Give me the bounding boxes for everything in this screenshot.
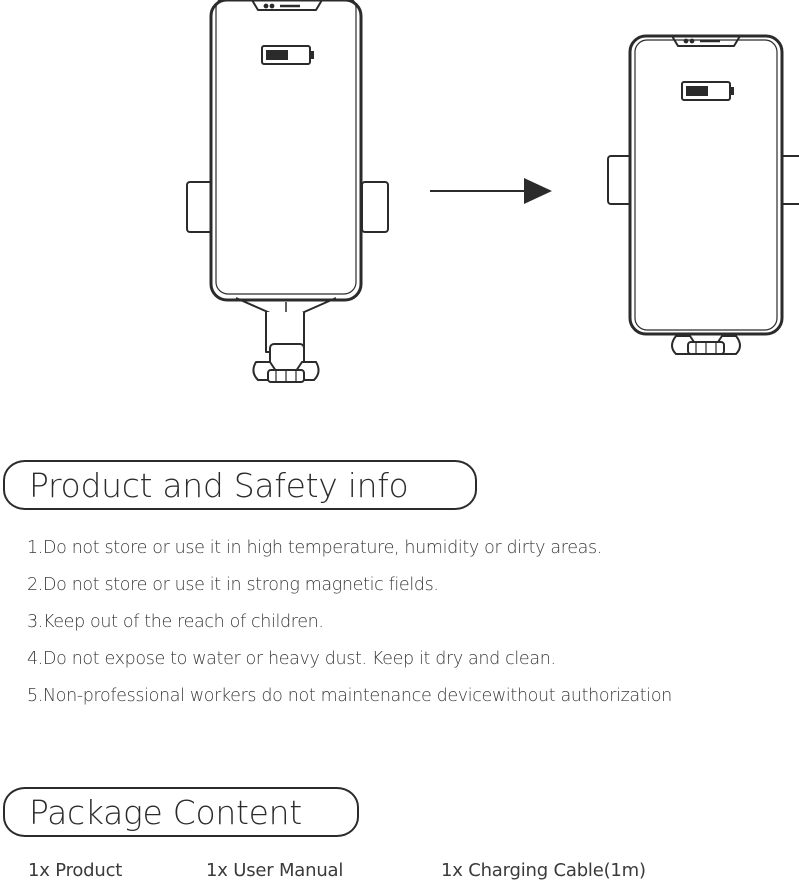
- package-item-charging-cable: 1x Charging Cable(1m): [441, 860, 646, 881]
- safety-item: 4.Do not expose to water or heavy dust. …: [27, 649, 556, 669]
- safety-info-heading-pill: Product and Safety info: [3, 460, 477, 510]
- safety-info-title: Product and Safety info: [29, 465, 409, 505]
- phone-in-holder-clamped-icon: [607, 34, 799, 355]
- holder-usage-illustration: [186, 0, 799, 383]
- safety-info-list: 1.Do not store or use it in high tempera…: [27, 530, 799, 715]
- safety-item: 3.Keep out of the reach of children.: [27, 612, 324, 632]
- phone-in-holder-open-icon: [186, 0, 389, 383]
- safety-item: 5.Non-professional workers do not mainte…: [27, 686, 672, 706]
- package-item-user-manual: 1x User Manual: [206, 860, 344, 881]
- package-content-list: 1x Product 1x User Manual 1x Charging Ca…: [0, 860, 799, 890]
- package-content-title: Package Content: [29, 792, 302, 832]
- package-item-product: 1x Product: [28, 860, 123, 881]
- package-content-heading-pill: Package Content: [3, 787, 359, 837]
- safety-item: 1.Do not store or use it in high tempera…: [27, 538, 602, 558]
- safety-item: 2.Do not store or use it in strong magne…: [27, 575, 439, 595]
- arrow-right-icon: [430, 178, 552, 204]
